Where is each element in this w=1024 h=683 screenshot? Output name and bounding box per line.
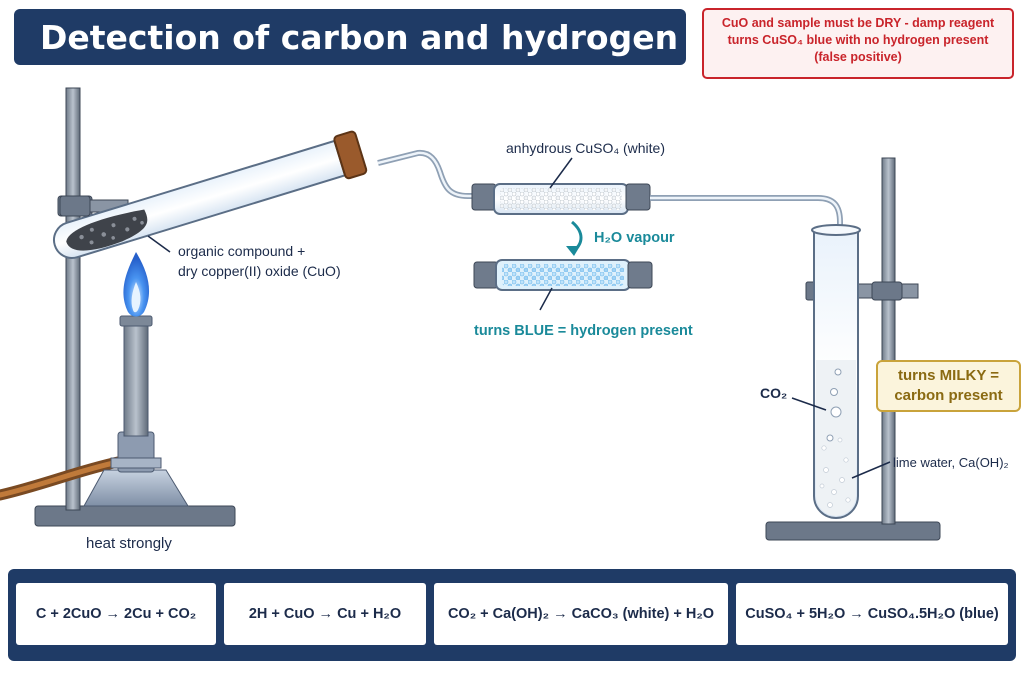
- equation-3: CO₂ + Ca(OH)₂ → CaCO₃ (white) + H₂O: [434, 583, 728, 645]
- cuso4-tube-icon: [471, 183, 651, 215]
- limewater-test-tube-icon: [811, 224, 861, 519]
- heat-label: heat strongly: [86, 535, 172, 552]
- co2-label: CO₂: [760, 385, 788, 401]
- sample-label-1: organic compound +: [178, 243, 306, 259]
- hydrogen-result-label: turns BLUE = hydrogen present: [474, 323, 693, 339]
- warning-line-3: (false positive): [814, 50, 902, 64]
- equation-4: CuSO₄ + 5H₂O → CuSO₄.5H₂O (blue): [736, 583, 1008, 645]
- equation-2: 2H + CuO → Cu + H₂O: [224, 583, 426, 645]
- heating-test-tube-icon: [53, 130, 368, 259]
- page-title: Detection of carbon and hydrogen: [14, 9, 686, 65]
- blue-cuso4-tube-icon: [473, 259, 653, 291]
- sample-label-2: dry copper(II) oxide (CuO): [178, 263, 341, 279]
- bunsen-burner-icon: [0, 315, 189, 507]
- limewater-label: lime water, Ca(OH)₂: [893, 455, 1009, 470]
- warning-line-2: turns CuSO₄ blue with no hydrogen presen…: [727, 33, 989, 47]
- milky-line-2: carbon present: [894, 387, 1003, 404]
- cuso4-label: anhydrous CuSO₄ (white): [506, 140, 666, 156]
- left-retort-stand-icon: [34, 87, 236, 527]
- warning-line-1: CuO and sample must be DRY - damp reagen…: [721, 16, 995, 30]
- leader-lines: [147, 157, 891, 479]
- dryness-warning: CuO and sample must be DRY - damp reagen…: [702, 8, 1014, 79]
- right-retort-stand-icon: [765, 157, 941, 541]
- equation-1: C + 2CuO → 2Cu + CO₂: [16, 583, 216, 645]
- flame-icon: [123, 252, 150, 317]
- milky-line-1: turns MILKY =: [898, 367, 999, 384]
- carbon-result-box: turns MILKY = carbon present: [876, 360, 1021, 412]
- vapour-label: H₂O vapour: [594, 230, 675, 246]
